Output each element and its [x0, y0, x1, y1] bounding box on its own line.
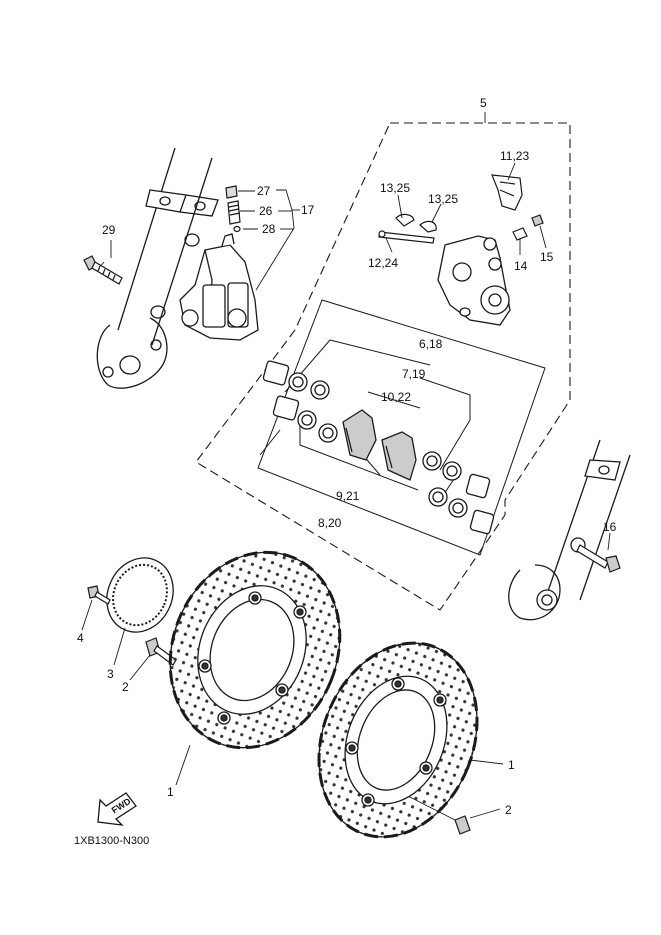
right-brake-disc — [317, 641, 479, 839]
callout-14: 14 — [514, 259, 528, 273]
callout-11-23: 11,23 — [500, 149, 530, 163]
right-brake-caliper — [437, 235, 511, 326]
callout-29: 29 — [102, 223, 116, 237]
bleed-screw-parts — [225, 185, 241, 233]
callout-1-b: 1 — [508, 758, 515, 772]
brake-pads — [342, 409, 417, 481]
leader-16 — [607, 532, 611, 551]
pad-spring-11 — [491, 174, 523, 211]
callout-4: 4 — [77, 631, 84, 645]
kit-outline — [195, 122, 571, 611]
sensor-rotor — [106, 557, 174, 633]
callout-13-25-b: 13,25 — [428, 192, 459, 206]
callout-3: 3 — [107, 667, 114, 681]
leader-lines — [98, 189, 300, 291]
callout-16: 16 — [603, 520, 617, 534]
bolt-29 — [83, 255, 123, 285]
callout-6-18: 6,18 — [419, 337, 443, 351]
callout-5: 5 — [480, 96, 487, 110]
callout-7-19: 7,19 — [402, 367, 426, 381]
callout-26: 26 — [259, 204, 273, 218]
bolt-4 — [87, 585, 111, 605]
callout-17: 17 — [301, 203, 315, 217]
leader-lines-right — [385, 162, 547, 255]
callout-13-25-a: 13,25 — [380, 181, 411, 195]
callout-28: 28 — [262, 222, 276, 236]
left-brake-caliper — [179, 233, 259, 341]
callout-2-a: 2 — [122, 680, 129, 694]
callout-1-a: 1 — [167, 785, 174, 799]
left-fork-leg — [96, 147, 219, 389]
callout-15: 15 — [540, 250, 554, 264]
caliper-pins — [378, 213, 544, 244]
callout-8-20: 8,20 — [318, 516, 342, 530]
callout-27: 27 — [257, 184, 271, 198]
pistons-seals — [262, 360, 495, 535]
callout-9-21: 9,21 — [336, 489, 360, 503]
fwd-arrow-icon: FWD — [97, 792, 137, 826]
bolt-2b — [454, 815, 471, 835]
diagram-code: 1XB1300-N300 — [74, 835, 150, 847]
callout-2-b: 2 — [505, 803, 512, 817]
bolt-16 — [576, 544, 621, 573]
callout-10-22: 10,22 — [381, 390, 412, 404]
callout-12-24: 12,24 — [368, 256, 399, 270]
left-brake-disc — [168, 550, 342, 750]
